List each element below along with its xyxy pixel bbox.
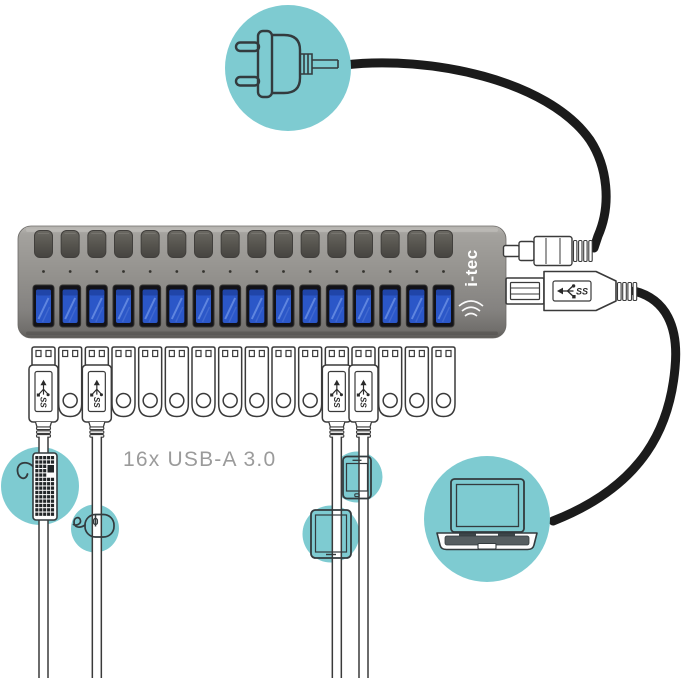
usb-flash-drive: [57, 346, 83, 418]
hub-button: [380, 230, 400, 258]
teal-circle: [302, 505, 360, 563]
keyboard-icon: [16, 452, 58, 521]
brand-text: i-tec: [462, 249, 481, 287]
status-led: [95, 270, 99, 273]
status-led: [228, 270, 232, 273]
hub-button: [327, 230, 347, 258]
usb-cable-to-laptop: [548, 286, 681, 526]
svg-text:SS: SS: [576, 286, 588, 296]
hub-button: [194, 230, 214, 258]
status-led: [148, 270, 152, 273]
usb-flash-drive: [271, 346, 296, 418]
usb-flash-drive: [137, 346, 163, 418]
hub-button: [60, 230, 80, 258]
status-led: [442, 270, 445, 273]
hub-port: [352, 284, 375, 328]
hub-port: [405, 284, 428, 328]
ports-caption: 16x USB-A 3.0: [123, 448, 277, 471]
hub-button: [220, 230, 240, 258]
usb3-ss-icon: SS: [90, 379, 103, 408]
hub-port: [432, 284, 455, 328]
power-plug-circle: [225, 5, 351, 131]
hub-port: [219, 284, 242, 328]
usb-b-connector: SS: [505, 270, 638, 312]
laptop-icon: [436, 478, 538, 551]
usb-flash-drive: [244, 346, 270, 418]
usb3-ss-icon: SS: [330, 379, 343, 408]
smartphone-icon: [342, 455, 372, 500]
hub-button: [434, 230, 454, 258]
hub-port: [112, 284, 135, 328]
hub-button: [247, 230, 267, 258]
usb3-ss-icon: SS: [356, 379, 370, 408]
power-cable: [339, 58, 611, 253]
usb-flash-drive: [111, 346, 136, 418]
hub-port: [85, 284, 108, 328]
usb-cable-connector: SS: [81, 346, 113, 438]
hub-port: [165, 284, 188, 328]
usb-flash-drive: [431, 346, 456, 418]
svg-text:SS: SS: [38, 397, 47, 408]
usb-cable-connector: SS: [321, 346, 353, 438]
usb-hub: [17, 225, 507, 339]
power-plug-icon: [234, 29, 339, 99]
usb-flash-drive: [217, 346, 243, 418]
laptop-circle: [424, 456, 550, 582]
teal-circle: [331, 451, 383, 503]
hub-port: [325, 284, 348, 328]
usb3-ss-icon: SS: [557, 284, 588, 299]
status-led: [308, 270, 312, 273]
status-led: [335, 270, 339, 273]
tablet-icon: [310, 509, 352, 559]
usb-flash-drive: [191, 346, 216, 418]
usb-flash-drive: [164, 346, 190, 418]
usb-flash-drive: [404, 346, 430, 418]
connector-row: SS SS SS SS: [28, 346, 456, 438]
usb-cable-connector: SS: [28, 346, 59, 438]
hub-brand-logo: i-tec: [442, 243, 502, 293]
status-led: [362, 270, 365, 273]
hub-button: [87, 230, 107, 258]
hub-port: [272, 284, 295, 328]
hub-button: [140, 230, 160, 258]
svg-text:SS: SS: [332, 397, 341, 408]
hub-button: [354, 230, 374, 258]
teal-circle: [225, 5, 351, 131]
hub-button: [300, 230, 320, 258]
status-led: [388, 270, 392, 273]
hub-button: [34, 230, 53, 258]
usb3-ss-icon: SS: [36, 379, 50, 408]
hub-port: [245, 284, 268, 328]
dc-power-connector: [502, 235, 593, 267]
teal-circle: [424, 456, 550, 582]
tablet-circle: [302, 505, 360, 563]
hub-button: [274, 230, 294, 258]
hub-port: [59, 284, 82, 328]
smartphone-circle: [331, 451, 383, 503]
svg-text:SS: SS: [92, 397, 101, 408]
status-led: [255, 270, 259, 273]
mouse-icon: [72, 513, 115, 538]
usb-cable-connector: SS: [348, 346, 379, 438]
usb-flash-drive: [377, 346, 403, 418]
status-led: [202, 270, 205, 273]
status-led: [175, 270, 179, 273]
usb-flash-drive: [297, 346, 323, 418]
hub-button: [407, 230, 427, 258]
hub-port: [379, 284, 402, 328]
status-led: [122, 270, 125, 273]
brand-laurel-icon: [458, 300, 484, 317]
hub-port: [299, 284, 322, 328]
status-led: [415, 270, 419, 273]
status-led: [282, 270, 285, 273]
status-led: [68, 270, 72, 273]
hub-port: [139, 284, 162, 328]
hub-button: [167, 230, 187, 258]
svg-text:SS: SS: [358, 397, 367, 408]
status-led: [42, 270, 45, 273]
hub-button: [114, 230, 134, 258]
hub-port: [192, 284, 215, 328]
hub-port: [32, 284, 55, 328]
